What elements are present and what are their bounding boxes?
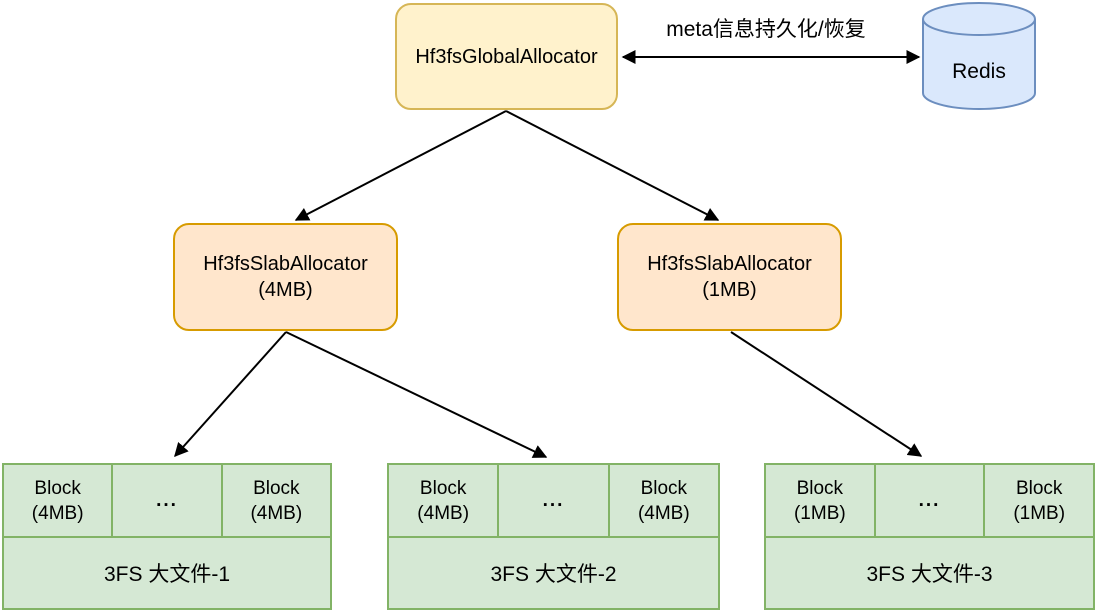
- file-table-1: Block (4MB) ... Block (4MB) 3FS 大文件-1: [2, 463, 332, 610]
- file3-block-right: Block (1MB): [983, 465, 1093, 536]
- file2-label: 3FS 大文件-2: [490, 563, 617, 586]
- file1-block-ellipsis: ...: [111, 465, 220, 536]
- block-size: (4MB): [31, 502, 84, 524]
- edge-slab4mb-to-file2: [285, 331, 548, 458]
- node-slab-allocator-4mb: Hf3fsSlabAllocator (4MB): [173, 223, 398, 331]
- block-name: Block: [34, 477, 81, 499]
- block-name: Block: [253, 477, 300, 499]
- node-slab-allocator-1mb: Hf3fsSlabAllocator (1MB): [617, 223, 842, 331]
- file3-block-left: Block (1MB): [766, 465, 874, 536]
- edge-global-to-slab1mb: [505, 110, 720, 221]
- file3-label: 3FS 大文件-3: [866, 563, 993, 586]
- edge-global-to-slab4mb: [294, 110, 507, 221]
- slab-allocator-1mb-name: Hf3fsSlabAllocator: [647, 253, 812, 275]
- edge-meta-label: meta信息持久化/恢复: [666, 18, 866, 41]
- file1-label: 3FS 大文件-1: [103, 563, 231, 586]
- file2-block-row: Block (4MB) ... Block (4MB): [389, 465, 718, 538]
- slab-allocator-4mb-name: Hf3fsSlabAllocator: [203, 253, 368, 275]
- file1-block-row: Block (4MB) ... Block (4MB): [4, 465, 330, 538]
- file1-block-right: Block (4MB): [220, 465, 330, 536]
- file3-block-row: Block (1MB) ... Block (1MB): [766, 465, 1093, 538]
- slab-allocator-1mb-size: (1MB): [702, 279, 757, 301]
- block-name: Block: [796, 477, 844, 499]
- file3-block-ellipsis: ...: [873, 465, 984, 536]
- block-size: (4MB): [637, 502, 690, 524]
- slab-allocator-4mb-size: (4MB): [258, 279, 313, 301]
- file1-block-left: Block (4MB): [4, 465, 111, 536]
- node-global-allocator: Hf3fsGlobalAllocator: [395, 3, 618, 110]
- redis-cylinder-icon: [922, 2, 1036, 110]
- block-size: (4MB): [250, 502, 303, 524]
- edge-slab1mb-to-file3: [730, 331, 923, 457]
- block-size: (1MB): [1013, 502, 1066, 524]
- block-name: Block: [419, 477, 467, 499]
- file-table-2: Block (4MB) ... Block (4MB) 3FS 大文件-2: [387, 463, 720, 610]
- file2-block-ellipsis: ...: [497, 465, 607, 536]
- block-size: (4MB): [417, 502, 470, 524]
- block-name: Block: [1015, 477, 1063, 499]
- edge-slab4mb-to-file1: [174, 331, 287, 458]
- node-redis-label: Redis: [952, 60, 1006, 83]
- global-allocator-label: Hf3fsGlobalAllocator: [415, 45, 598, 68]
- block-size: (1MB): [793, 502, 846, 524]
- block-name: Block: [640, 477, 688, 499]
- file-table-3: Block (1MB) ... Block (1MB) 3FS 大文件-3: [764, 463, 1095, 610]
- file2-block-right: Block (4MB): [607, 465, 718, 536]
- file2-block-left: Block (4MB): [389, 465, 497, 536]
